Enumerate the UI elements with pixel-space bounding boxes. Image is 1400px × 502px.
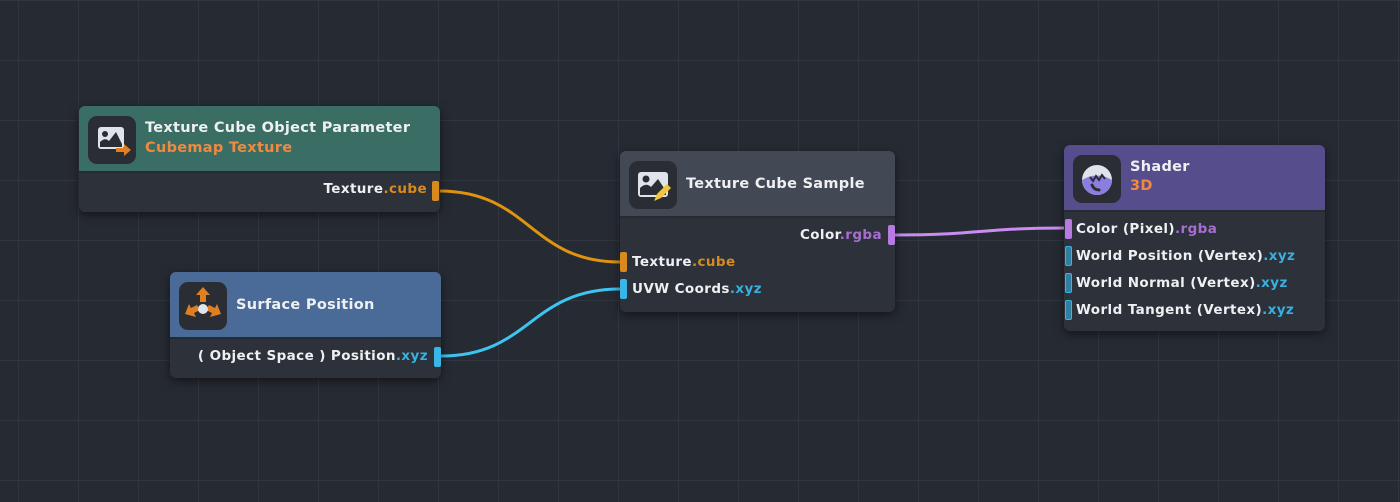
output-port-color[interactable] bbox=[888, 225, 895, 245]
input-port-world-tangent[interactable] bbox=[1065, 300, 1072, 320]
input-port-world-position[interactable] bbox=[1065, 246, 1072, 266]
output-port-position[interactable] bbox=[434, 347, 441, 367]
node-texture-cube-sample[interactable]: Texture Cube Sample Color.rgba Texture.c… bbox=[620, 151, 895, 312]
output-port-texture[interactable] bbox=[432, 181, 439, 201]
node-header[interactable]: Shader 3D bbox=[1064, 145, 1325, 212]
output-texture: Texture.cube bbox=[323, 181, 427, 197]
image-edit-icon bbox=[629, 161, 677, 209]
node-title: Texture Cube Sample bbox=[686, 176, 865, 192]
node-subtitle: Cubemap Texture bbox=[145, 140, 293, 156]
input-port-uvw[interactable] bbox=[620, 279, 627, 299]
output-position: ( Object Space ) Position.xyz bbox=[197, 348, 428, 364]
node-texture-cube-object-parameter[interactable]: Texture Cube Object Parameter Cubemap Te… bbox=[79, 106, 440, 212]
node-header[interactable]: Texture Cube Object Parameter Cubemap Te… bbox=[79, 106, 440, 173]
image-export-icon bbox=[88, 116, 136, 164]
node-title: Shader bbox=[1130, 159, 1190, 175]
output-color: Color.rgba bbox=[799, 227, 882, 243]
node-shader[interactable]: Shader 3D Color (Pixel).rgba World Posit… bbox=[1064, 145, 1325, 331]
node-header[interactable]: Surface Position bbox=[170, 272, 441, 339]
node-subtitle: 3D bbox=[1130, 178, 1153, 194]
wire-texture-cube[interactable] bbox=[438, 189, 621, 264]
input-uvw-coords: UVW Coords.xyz bbox=[632, 281, 762, 297]
input-world-normal: World Normal (Vertex).xyz bbox=[1076, 275, 1288, 291]
input-port-color-pixel[interactable] bbox=[1065, 219, 1072, 239]
shader-sphere-icon bbox=[1073, 155, 1121, 203]
input-world-position: World Position (Vertex).xyz bbox=[1076, 248, 1296, 264]
wire-position-uvw[interactable] bbox=[440, 287, 621, 358]
node-title: Texture Cube Object Parameter bbox=[145, 120, 411, 136]
move-arrows-icon bbox=[179, 282, 227, 330]
node-surface-position[interactable]: Surface Position ( Object Space ) Positi… bbox=[170, 272, 441, 378]
input-port-texture[interactable] bbox=[620, 252, 627, 272]
input-color-pixel: Color (Pixel).rgba bbox=[1076, 221, 1218, 237]
input-texture: Texture.cube bbox=[632, 254, 736, 270]
input-port-world-normal[interactable] bbox=[1065, 273, 1072, 293]
input-world-tangent: World Tangent (Vertex).xyz bbox=[1076, 302, 1295, 318]
node-header[interactable]: Texture Cube Sample bbox=[620, 151, 895, 218]
node-title: Surface Position bbox=[236, 297, 375, 313]
wire-color-rgba[interactable] bbox=[894, 226, 1065, 237]
